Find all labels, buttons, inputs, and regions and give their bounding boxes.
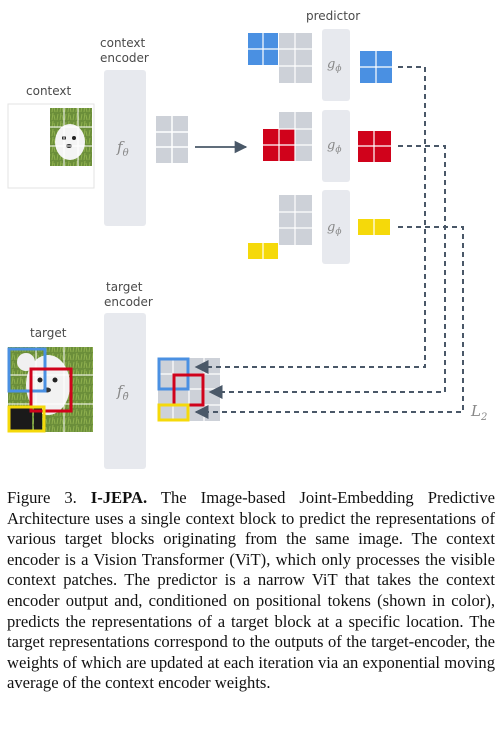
context-image-patches bbox=[50, 108, 92, 166]
predictor-output-red bbox=[358, 131, 391, 162]
context-label: context bbox=[26, 84, 72, 98]
context-encoder-block bbox=[104, 70, 146, 226]
target-encoder-label-line2: encoder bbox=[104, 295, 153, 309]
predictor-symbol-1: gϕ bbox=[327, 57, 341, 74]
connector-blue bbox=[194, 66, 426, 374]
predictor-output-blue bbox=[360, 51, 392, 83]
loss-label: L2 bbox=[470, 402, 487, 423]
context-encoder-label-line1: context bbox=[100, 36, 146, 50]
predictor-input-red bbox=[263, 112, 312, 161]
target-encoder-label-line1: target bbox=[106, 280, 143, 294]
figure-label: Figure 3. bbox=[7, 488, 77, 507]
target-box-red bbox=[29, 367, 73, 413]
caption-title: I-JEPA. bbox=[90, 488, 148, 507]
target-encoder-symbol: fθ̄ bbox=[116, 382, 129, 403]
connector-yellow bbox=[194, 226, 464, 419]
connector-red bbox=[208, 145, 446, 399]
predictor-symbol-3: gϕ bbox=[327, 220, 341, 237]
predictor-input-yellow bbox=[248, 195, 312, 259]
predictor-input-blue bbox=[248, 33, 312, 83]
target-box-yellow bbox=[7, 405, 46, 433]
predictor-block-3 bbox=[322, 190, 350, 264]
context-representation-grid bbox=[156, 116, 188, 163]
caption-body: The Image-based Joint-Embedding Predicti… bbox=[7, 488, 496, 693]
predictor-output-yellow bbox=[358, 219, 390, 235]
figure-caption: Figure 3. I-JEPA. The Image-based Joint-… bbox=[7, 488, 495, 694]
predictor-block-1 bbox=[322, 29, 350, 101]
ijepa-diagram: context context encoder fθ predictor gϕ bbox=[7, 9, 487, 469]
context-encoder-label-line2: encoder bbox=[100, 51, 149, 65]
target-label: target bbox=[30, 326, 67, 340]
target-rep-box-yellow bbox=[157, 403, 190, 422]
predictor-block-2 bbox=[322, 110, 350, 182]
predictor-symbol-2: gϕ bbox=[327, 138, 341, 155]
predictor-label: predictor bbox=[306, 9, 360, 23]
prediction-to-target-connectors bbox=[194, 66, 464, 419]
target-encoder-block bbox=[104, 313, 146, 469]
context-encoder-symbol: fθ bbox=[116, 138, 129, 159]
